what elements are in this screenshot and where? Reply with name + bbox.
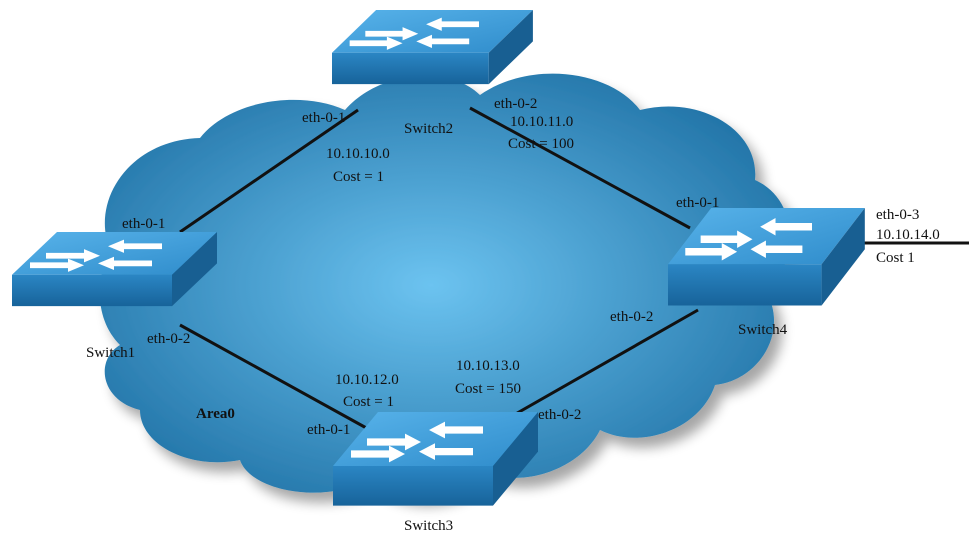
network-label: 10.10.14.0 [876, 227, 940, 243]
link-switch3-switch4 [504, 308, 699, 422]
link-switch1-switch3 [179, 323, 371, 432]
switch1-label: Switch1 [86, 345, 135, 361]
port-label: eth-0-2 [494, 96, 537, 112]
switch4-label: Switch4 [738, 322, 788, 338]
port-label: eth-0-1 [676, 195, 719, 211]
port-label: eth-0-2 [147, 331, 190, 347]
port-label: eth-0-2 [538, 407, 581, 423]
cost-label: Cost = 150 [455, 381, 521, 397]
cost-label: Cost = 100 [508, 136, 574, 152]
switch2-icon[interactable] [332, 10, 533, 85]
link-switch1-switch2 [179, 108, 359, 234]
port-label: eth-0-1 [302, 110, 345, 126]
cost-label: Cost = 1 [343, 394, 394, 410]
link-switch2-switch4 [469, 106, 691, 230]
switch2-label: Switch2 [404, 121, 453, 137]
cost-label: Cost 1 [876, 250, 915, 266]
area-cloud [99, 73, 791, 497]
port-label: eth-0-2 [610, 309, 653, 325]
network-label: 10.10.11.0 [510, 114, 573, 130]
port-label: eth-0-3 [876, 207, 919, 223]
area-label: Area0 [196, 406, 235, 422]
port-label: eth-0-1 [122, 216, 165, 232]
network-label: 10.10.10.0 [326, 146, 390, 162]
links [179, 106, 969, 432]
network-label: 10.10.12.0 [335, 372, 399, 388]
cost-label: Cost = 1 [333, 169, 384, 185]
switch3-label: Switch3 [404, 518, 453, 534]
network-label: 10.10.13.0 [456, 358, 520, 374]
port-label: eth-0-1 [307, 422, 350, 438]
